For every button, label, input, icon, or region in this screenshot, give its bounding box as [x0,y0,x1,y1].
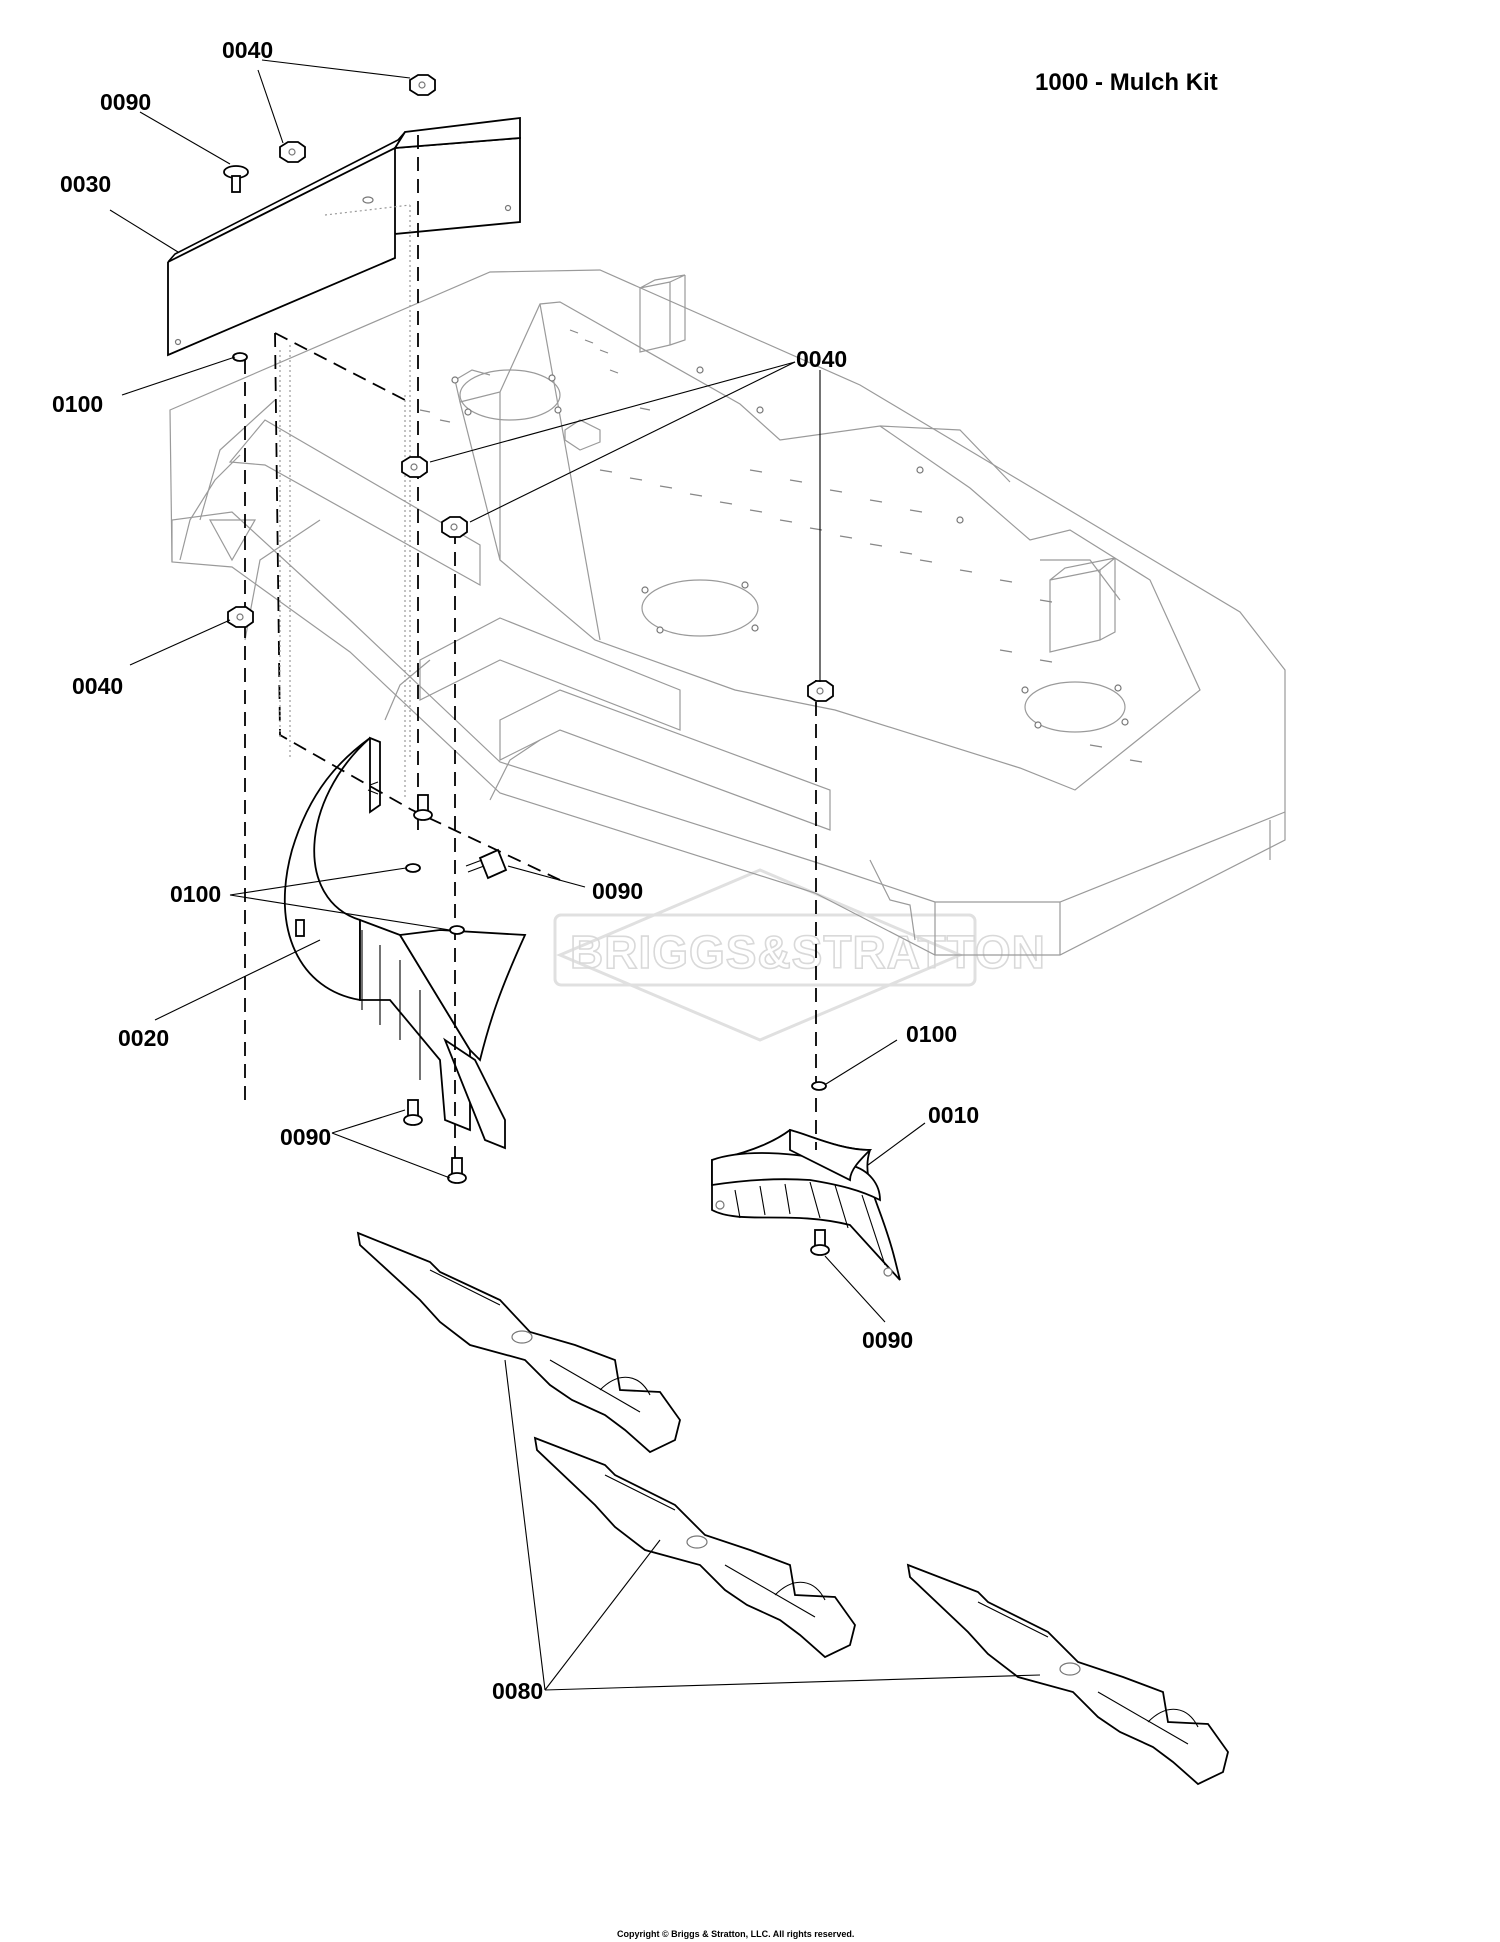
callout-0040-lower: 0040 [72,673,123,699]
callout-0030: 0030 [60,171,111,197]
part-0030-deflector-plate [167,116,521,357]
callout-0040-top: 0040 [222,37,273,63]
blade-2 [533,1436,856,1659]
copyright-notice: Copyright © Briggs & Stratton, LLC. All … [617,1929,854,1939]
blade-1 [356,1231,681,1454]
callout-0040-mid: 0040 [796,346,847,372]
washer-fasteners-0100 [232,352,827,1091]
bolt-fasteners-0090 [223,165,830,1256]
assembly-path [244,135,817,1165]
callout-0090-mid: 0090 [592,878,643,904]
callout-0100-left: 0100 [52,391,103,417]
watermark-logo: BRIGGS&STRATTON [553,868,1046,1042]
part-0010-mulch-baffle [711,1128,901,1281]
part-0020-mulch-baffle [283,736,527,1150]
callout-0080: 0080 [492,1678,543,1704]
part-0080-blades [356,1231,1229,1786]
callout-0090-right: 0090 [862,1327,913,1353]
callout-0100-mid: 0100 [170,881,221,907]
nut-fasteners-0040 [227,74,834,702]
watermark-text: BRIGGS&STRATTON [570,926,1046,978]
callout-0090-top: 0090 [100,89,151,115]
leader-lines [109,59,1041,1691]
callout-0010: 0010 [928,1102,979,1128]
mower-deck [169,269,1286,956]
diagram-title: 1000 - Mulch Kit [1035,69,1218,96]
callout-0020: 0020 [118,1025,169,1051]
blade-3 [906,1563,1229,1786]
callout-0090-lower: 0090 [280,1124,331,1150]
callout-0100-right: 0100 [906,1021,957,1047]
callout-labels: 1000 - Mulch Kit 0040 0090 0030 0100 004… [52,37,1218,1939]
